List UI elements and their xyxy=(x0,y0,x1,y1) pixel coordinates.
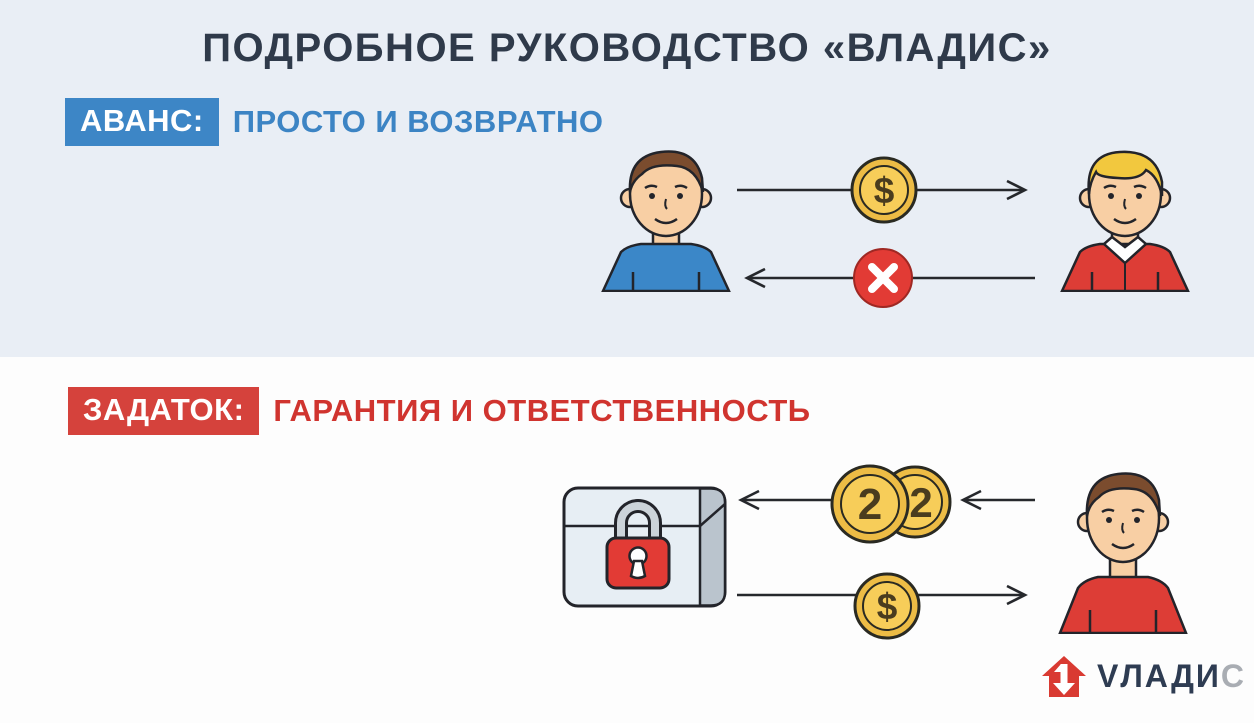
zadatok-header: ЗАДАТОК: ГАРАНТИЯ И ОТВЕТСТВЕННОСТЬ xyxy=(68,387,811,435)
brown-hair xyxy=(1085,472,1162,517)
section-avans xyxy=(0,0,1254,357)
seller-red-sweater-avatar xyxy=(1060,150,1190,292)
page-title: ПОДРОБНОЕ РУКОВОДСТВО «ВЛАДИС» xyxy=(202,26,1052,70)
coin-value: 2 xyxy=(909,479,932,526)
dollar-symbol: $ xyxy=(877,586,898,627)
avans-heading: ПРОСТО И ВОЗВРАТНО xyxy=(232,104,604,139)
zadatok-heading: ГАРАНТИЯ И ОТВЕТСТВЕННОСТЬ xyxy=(273,393,811,428)
front-coin: 2 xyxy=(830,464,910,544)
avans-badge: АВАНС: xyxy=(65,98,219,146)
cross-icon xyxy=(853,248,913,308)
dollar-coin-icon: $ xyxy=(853,572,921,640)
coin-value: 2 xyxy=(858,480,882,529)
avans-header: АВАНС: ПРОСТО И ВОЗВРАТНО xyxy=(65,98,604,146)
logo-text-primary: VЛАДИ xyxy=(1097,658,1221,694)
safe-side-panel xyxy=(698,487,727,607)
buyer-red-shirt-avatar xyxy=(1058,472,1188,634)
locked-safe-icon xyxy=(562,486,727,608)
blonde-hair xyxy=(1087,150,1164,197)
double-coin-icon: 2 2 xyxy=(830,464,952,544)
dollar-symbol: $ xyxy=(874,170,895,211)
dollar-coin-icon: $ xyxy=(850,156,918,224)
zadatok-badge: ЗАДАТОК: xyxy=(68,387,260,435)
house-arrow-icon xyxy=(1042,656,1086,697)
vladis-logo: VЛАДИС xyxy=(1041,655,1246,698)
logo-text-secondary: С xyxy=(1220,658,1246,694)
brown-hair xyxy=(628,150,705,193)
keyhole xyxy=(629,559,647,580)
logo-text: VЛАДИС xyxy=(1097,658,1246,695)
white-collar xyxy=(1102,235,1148,265)
buyer-blue-shirt-avatar xyxy=(601,150,731,292)
